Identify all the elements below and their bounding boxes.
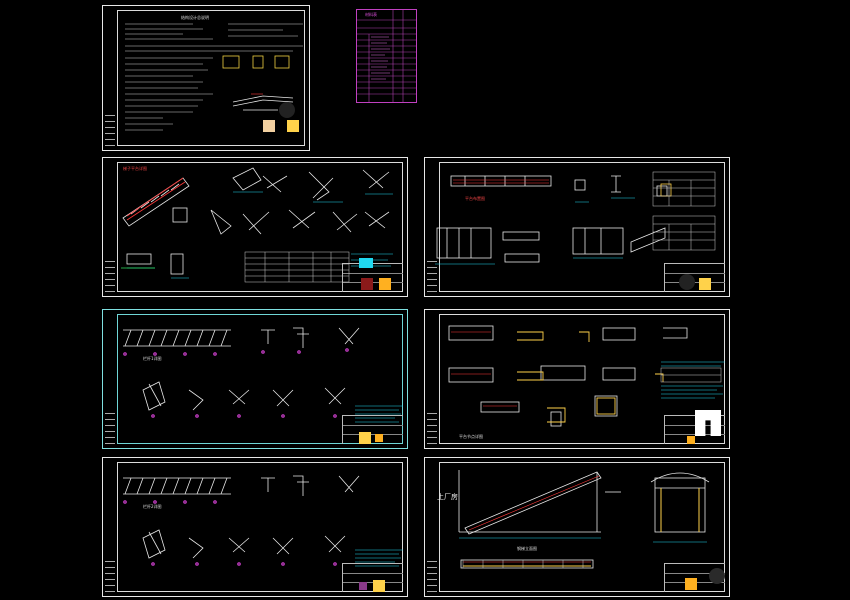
- sheet-stair-details[interactable]: 梯子平台详图: [102, 157, 408, 297]
- gate-label: 上厂房: [437, 493, 458, 501]
- notes-text-lines: [125, 23, 303, 131]
- sheet-title: 栏杆2详图: [143, 504, 162, 509]
- drawing-list-title: 材料表: [365, 12, 377, 17]
- sheet-side-stripe: [427, 256, 437, 292]
- joint-drawings: [448, 325, 725, 427]
- sheet-title: 栏杆1详图: [143, 356, 162, 361]
- railing-1-drawings: [123, 327, 403, 423]
- sheet-title: 平台节点详图: [459, 434, 483, 439]
- sheet-side-stripe: [105, 408, 115, 444]
- drawing-list-table[interactable]: 材料表: [356, 9, 417, 103]
- sheet-title: 结构设计总说明: [181, 15, 209, 20]
- sheet-platform-joints[interactable]: 平台节点详图: [424, 309, 730, 449]
- sheet-border: [117, 314, 403, 444]
- elevation-drawings: [458, 470, 710, 569]
- platform-drawings: [435, 171, 716, 265]
- sheet-title: 钢梯立面图: [517, 546, 537, 551]
- sheet-border: [117, 10, 305, 146]
- dark-marker: [679, 274, 695, 290]
- swatch-orange: [685, 578, 697, 590]
- sheet-platform-layout[interactable]: 平台布置图: [424, 157, 730, 297]
- swatch-peach: [263, 120, 275, 132]
- railing-2-drawings: [123, 475, 403, 567]
- sheet-stair-elevation[interactable]: 上厂房 钢梯立面图: [424, 457, 730, 597]
- sheet-border: [439, 162, 725, 292]
- sheet-side-stripe: [105, 256, 115, 292]
- swatch-orange: [687, 436, 695, 444]
- sheet-title: 平台布置图: [465, 196, 485, 201]
- swatch-yellow: [699, 278, 711, 290]
- title-block: [664, 263, 725, 292]
- swatch-cyan: [359, 258, 373, 268]
- sheet-title: 梯子平台详图: [123, 166, 147, 171]
- sheet-border: [117, 162, 403, 292]
- sheet-side-stripe: [105, 556, 115, 592]
- swatch-orange: [375, 434, 383, 442]
- sheet-general-notes[interactable]: 结构设计总说明: [102, 5, 310, 151]
- dark-marker: [709, 568, 725, 584]
- drawing-list-grid: [357, 10, 416, 102]
- sheet-railing-2[interactable]: 栏杆2详图: [102, 457, 408, 597]
- sheet-side-stripe: [105, 110, 115, 146]
- swatch-yellow: [373, 580, 385, 592]
- swatch-orange: [379, 278, 391, 290]
- title-block: [342, 415, 403, 444]
- sheet-border: [117, 462, 403, 592]
- swatch-yellow: [359, 432, 371, 444]
- swatch-yellow: [287, 120, 299, 132]
- sheet-railing-1[interactable]: 栏杆1详图: [102, 309, 408, 449]
- sheet-border: [439, 314, 725, 444]
- stair-drawings: [121, 167, 393, 283]
- dark-marker: [279, 102, 295, 118]
- sheet-border: [439, 462, 725, 592]
- sheet-side-stripe: [427, 408, 437, 444]
- swatch-darkred: [361, 278, 373, 290]
- swatch-purple: [359, 582, 367, 590]
- sheet-side-stripe: [427, 556, 437, 592]
